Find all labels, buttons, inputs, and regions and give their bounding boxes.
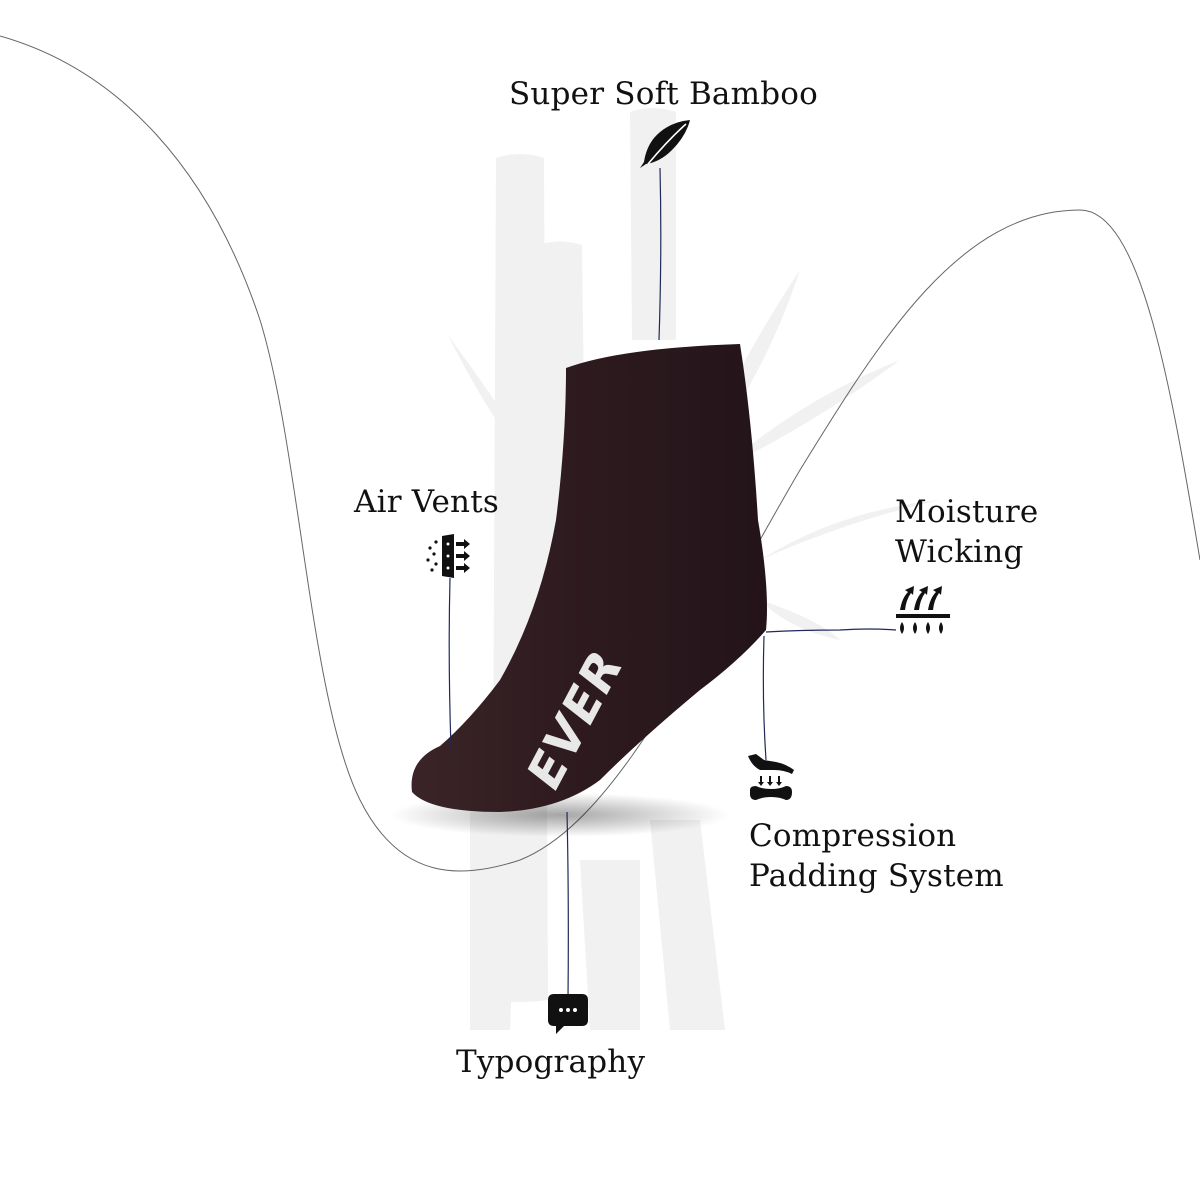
feature-label-line-1: Moisture [895,494,1039,530]
feature-label-line-1: Compression [749,818,957,854]
feature-label-line-2: Wicking [895,534,1024,570]
speech-bubble-icon [548,994,588,1034]
compression-padding-icon [748,754,794,800]
feature-label-compression-padding-system: Compression Padding System [749,816,1004,896]
feature-label-line-2: Padding System [749,858,1004,894]
moisture-wicking-icon [896,586,950,634]
feature-label-air-vents: Air Vents [354,484,499,520]
feature-label-moisture-wicking: Moisture Wicking [895,492,1038,572]
air-vent-icon [426,534,470,578]
feature-label-super-soft-bamboo: Super Soft Bamboo [509,76,818,112]
feature-label-typography: Typography [456,1044,646,1080]
feather-icon [640,120,690,168]
